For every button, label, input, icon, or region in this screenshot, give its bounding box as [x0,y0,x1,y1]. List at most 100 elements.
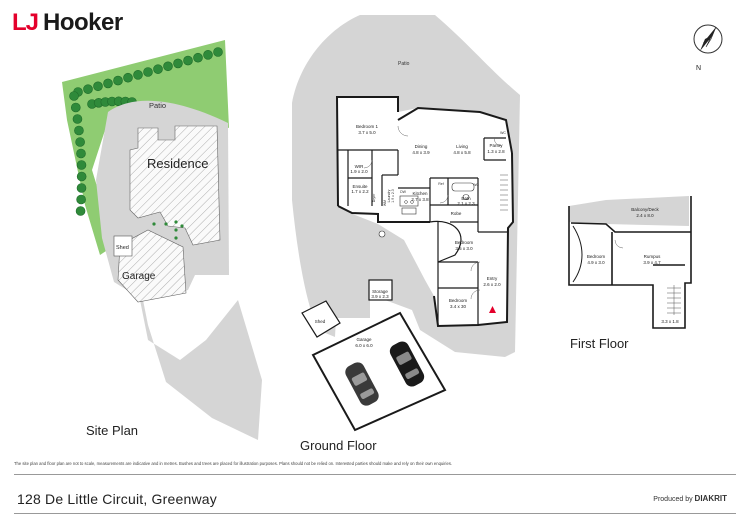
ff-bedroom-dims: 4.9 x 3.0 [587,260,605,265]
ff-rumpus-name: Rumpus [644,254,662,259]
site-patio-label: Patio [149,101,166,110]
fixture-wc2: WC [473,183,479,187]
ground-floor-title: Ground Floor [300,438,377,453]
room-laundry-name: Laundry [387,189,391,202]
tree-icon [75,137,85,147]
brand-mark: LJ [12,9,39,36]
bottom-divider [14,513,736,514]
room-bath-name: Bath [461,196,471,201]
room-robe-name: Robe [451,211,462,216]
tree-icon [75,206,86,216]
site-plan [62,40,262,440]
room-pantry-dims: 1.3 x 2.8 [487,149,505,154]
disclaimer-text: The site plan and floor plan are not to … [14,461,453,466]
site-residence-label: Residence [147,156,208,171]
fixture-wc: WC [500,131,506,135]
first-floor [568,196,692,329]
room-dining-dims: 4.8 x 3.9 [412,150,430,155]
room-storage-dims: 3.9 x 2.3 [371,294,389,299]
tree-icon [83,84,93,94]
tree-icon [76,183,87,193]
room-storage-name: Storage [372,289,388,294]
site-lawn [62,40,229,255]
car-1-icon [345,362,379,406]
site-garage-label: Garage [122,271,156,282]
tree-icon [143,67,153,77]
tree-icon [74,125,84,136]
room-kitchen-name: Kitchen [412,191,428,196]
room-ensuite-dims: 1.7 x 2.2 [351,189,369,194]
residence-footprint [129,125,221,246]
room-shed-name: Shed [315,319,326,324]
tree-icon [213,47,223,57]
site-garage-footprint [117,229,187,303]
ff-balcony-name: Balcony/Deck [631,207,659,212]
car-2-icon [389,341,425,387]
room-dining-name: Dining [415,144,428,149]
room-bedroom1-dims: 3.7 x 5.0 [358,130,376,135]
tree-icon [76,171,87,182]
room-living-name: Living [456,144,468,149]
property-address: 128 De Little Circuit, Greenway [17,491,217,507]
ff-interior [571,223,690,327]
tree-icon [76,148,86,159]
tree-icon [93,81,103,92]
produced-by-brand: DIAKRIT [694,494,727,503]
shed-room [301,300,341,338]
garage-room [311,311,447,432]
ff-rumpus-dims: 3.9 x 4.7 [643,260,661,265]
gf-patio-label: Patio [398,61,410,67]
room-bedroom3-dims: 3.4 x 30 [450,304,467,309]
first-floor-title: First Floor [570,336,629,351]
room-bedroom1-name: Bedroom 1 [356,124,379,129]
room-entry-name: Entry [487,276,498,281]
room-bedroom2-name: Bedroom [455,240,474,245]
compass-north-label: N [696,65,701,72]
site-shed-label: Shed [116,245,129,251]
ground-floor [292,15,520,432]
entry-marker-icon [489,306,496,313]
fixture-wm: WM [383,200,387,206]
tree-icon [183,55,193,66]
room-wir-dims: 1.9 x 2.0 [350,169,368,174]
fixture-dw: DW [400,190,407,194]
tree-icon [76,194,86,205]
tree-icon [113,75,123,86]
garden-feature-icon [378,230,386,238]
tree-icon [153,64,163,74]
tree-row [69,47,223,216]
tree-icon [69,91,79,101]
tree-icon [193,52,203,63]
room-entry-dims: 2.6 x 2.0 [483,282,501,287]
room-bath-dims: 2.1 x 2.3 [457,201,475,206]
ff-balcony-dims: 2.4 x 8.0 [636,213,654,218]
compass-icon [693,24,723,54]
brand-logo: LJ Hooker [12,11,123,35]
room-bedroom3-name: Bedroom [449,298,468,303]
produced-by: Produced by DIAKRIT [653,494,727,503]
tree-icon [123,72,133,83]
tree-icon [163,61,173,72]
room-living-dims: 4.8 x 5.8 [453,150,471,155]
tree-icon [203,50,213,60]
room-ensuite-name: Ensuite [352,184,368,189]
tree-icon [72,114,83,124]
fixture-ref: Ref [438,182,443,186]
tree-icon [103,78,113,89]
footer-divider [14,474,736,475]
room-kitchen-dims: 2.7 x 3.8 [411,197,429,202]
room-laundry-dims: 1.9 x 2.3 [391,189,395,202]
brand-name: Hooker [43,9,123,36]
fixture-dryer: Dryer [372,193,376,202]
site-shed-footprint [113,235,133,257]
room-garage-name: Garage [356,337,372,342]
room-pantry-name: Pantry [489,143,503,148]
room-garage-dims: 6.0 x 6.0 [355,343,373,348]
house-footprint [337,97,513,326]
ff-stair-dims: 3.3 x 1.8 [661,319,679,324]
site-plan-title: Site Plan [86,423,139,438]
produced-by-prefix: Produced by [653,496,693,503]
ff-balcony [569,196,689,226]
tree-icon [70,102,81,113]
